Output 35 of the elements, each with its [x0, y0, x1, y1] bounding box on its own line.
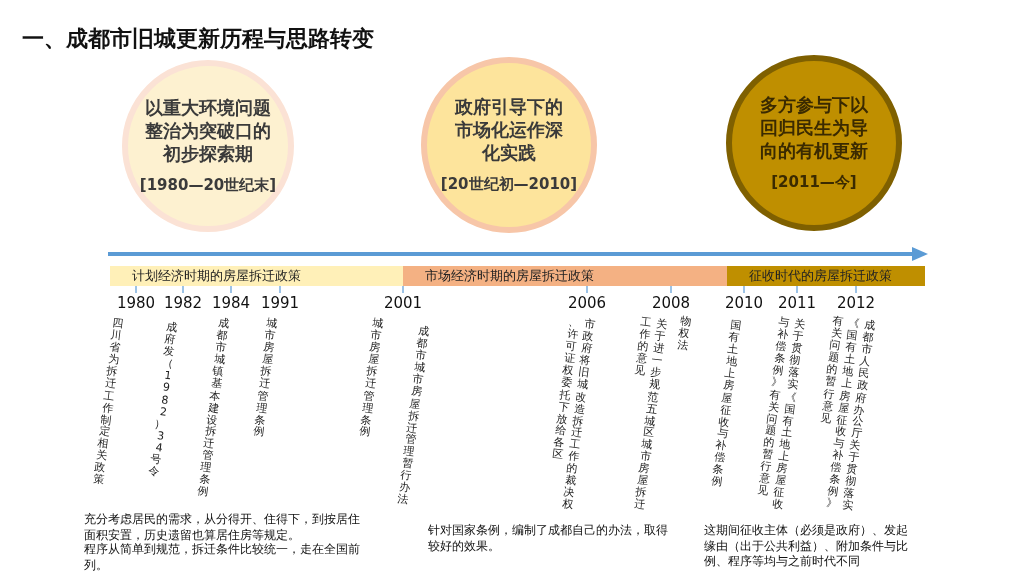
- policy-text: 国有土地上房屋征收与补偿条例: [709, 319, 742, 491]
- year-label: 1984: [211, 293, 251, 314]
- period-title: 以重大环境问题整治为突破口的初步探索期: [144, 95, 272, 166]
- period-title: 政府引导下的市场化运作深化实践: [454, 94, 564, 165]
- band-label: 市场经济时期的房屋拆迁政策: [425, 267, 594, 286]
- policy-text: 城市房屋拆迁管理条例: [251, 317, 278, 441]
- policy-text: 物权法: [675, 315, 692, 355]
- year-label: 2008: [651, 293, 691, 314]
- page-title: 一、成都市旧城更新历程与思路转变: [22, 25, 374, 53]
- policy-text: 城市房屋拆迁管理条例: [357, 317, 384, 441]
- period-band: [110, 266, 403, 286]
- year-label: 2010: [724, 293, 764, 314]
- note-text: 程序从简单到规范，拆迁条件比较统一，走在全国前列。: [84, 542, 361, 574]
- period-band: [403, 266, 727, 286]
- period-years: [1980—20世纪末]: [139, 174, 277, 196]
- period-band: [727, 266, 925, 286]
- band-label: 征收时代的房屋拆迁政策: [749, 267, 892, 286]
- band-label: 计划经济时期的房屋拆迁政策: [132, 267, 301, 286]
- note-text: 充分考虑居民的需求，从分得开、住得下，到按居住面积安置，历史遗留也算居住房等规定。: [84, 512, 361, 543]
- policy-text: 成都市城镇基本建设拆迁管理条例: [196, 317, 230, 500]
- year-label: 2012: [836, 293, 876, 314]
- policy-text: 四川省为拆迁工作制定相关政策: [91, 317, 124, 489]
- year-label: 2006: [567, 293, 607, 314]
- year-label: 1980: [116, 293, 156, 314]
- year-label: 1991: [260, 293, 300, 314]
- period-years: [2011—今]: [771, 171, 857, 193]
- policy-text: 成府发（1982）34号令: [146, 321, 178, 481]
- year-label: 2011: [777, 293, 817, 314]
- policy-text: 成都市城市房屋拆迁管理暂行办法: [396, 325, 430, 508]
- year-label: 2001: [383, 293, 423, 314]
- period-title: 多方参与下以回归民生为导向的有机更新: [759, 92, 869, 163]
- year-label: 1982: [163, 293, 203, 314]
- period-years: [20世纪初—2010]: [440, 173, 578, 195]
- note-text: 这期间征收主体（必须是政府）、发起缘由（出于公共利益）、附加条件与比例、程序等均与之前时代不同: [704, 523, 909, 570]
- note-text: 针对国家条例，编制了成都自己的办法，取得较好的效果。: [428, 523, 669, 555]
